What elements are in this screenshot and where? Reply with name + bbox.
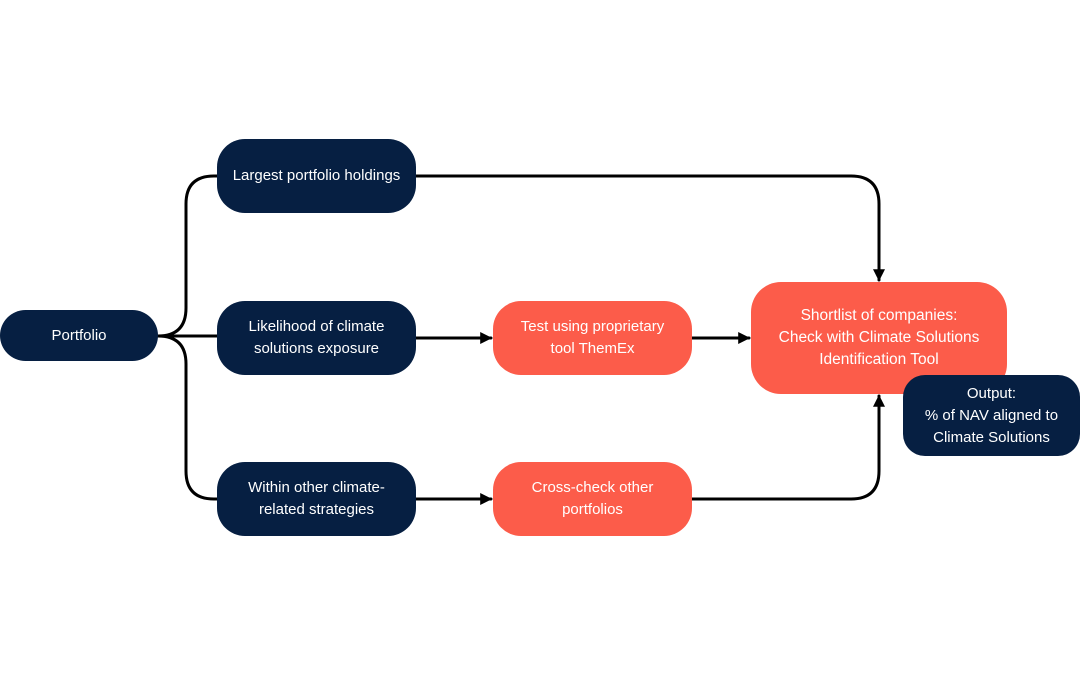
node-likelihood-exposure: Likelihood of climate solutions exposure: [217, 301, 416, 375]
node-shortlist-line-2: Check with Climate Solutions: [778, 329, 980, 346]
node-output-line-2: % of NAV aligned to: [924, 406, 1059, 424]
node-portfolio: Portfolio: [0, 310, 158, 361]
node-shortlist: Shortlist of companies: Check with Clima…: [751, 282, 1007, 394]
node-test-line-1: Test using proprietary: [520, 318, 665, 335]
node-within-strategies: Within other climate- related strategies: [217, 462, 416, 536]
node-largest-holdings-line-1: Largest portfolio holdings: [232, 167, 401, 184]
node-likelihood-line-2: solutions exposure: [253, 340, 380, 357]
node-likelihood-line-1: Likelihood of climate: [248, 318, 385, 335]
connector-crosscheck-to-shortlist: [690, 394, 885, 501]
node-output: Output: % of NAV aligned to Climate Solu…: [903, 375, 1080, 456]
node-within-line-2: related strategies: [258, 501, 375, 518]
node-within-line-1: Within other climate-: [248, 479, 385, 496]
connector-portfolio-to-within: [156, 334, 219, 501]
connector-portfolio-to-largest: [156, 174, 219, 338]
node-crosscheck-line-1: Cross-check other: [531, 479, 654, 496]
node-shortlist-line-1: Shortlist of companies:: [800, 307, 958, 324]
node-crosscheck-line-2: portfolios: [562, 501, 623, 518]
connector-largest-to-shortlist: [414, 174, 885, 282]
node-shortlist-line-3: Identification Tool: [819, 351, 939, 368]
node-output-line-3: Climate Solutions: [933, 428, 1050, 446]
node-test-line-2: tool ThemEx: [550, 340, 635, 357]
node-cross-check: Cross-check other portfolios: [493, 462, 692, 536]
node-output-line-1: Output:: [966, 384, 1017, 402]
node-portfolio-line-1: Portfolio: [51, 326, 107, 344]
node-test-themex: Test using proprietary tool ThemEx: [493, 301, 692, 375]
node-largest-holdings: Largest portfolio holdings: [217, 139, 416, 213]
